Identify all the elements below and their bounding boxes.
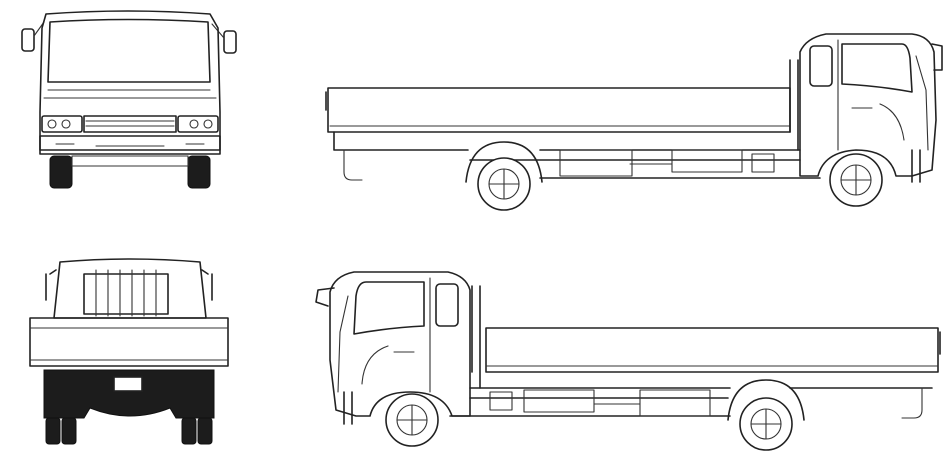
side1-front-wheel <box>829 153 883 207</box>
rear-tire-right-inner <box>181 417 197 445</box>
side2-rear-window <box>435 283 459 327</box>
side2-rear-wheel <box>727 379 805 451</box>
rear-headboard-bars <box>95 269 157 317</box>
rear-license-plate <box>113 376 143 392</box>
truck-side-view-right <box>325 33 943 211</box>
side1-rear-wheel <box>465 141 543 211</box>
side1-cargo-deck <box>327 87 791 133</box>
side2-fuel-tank <box>639 389 711 417</box>
front-headlight-right <box>177 115 219 133</box>
side1-fuel-tank <box>559 149 633 177</box>
front-windshield <box>47 18 211 83</box>
front-grille <box>83 115 177 133</box>
front-mirror-right <box>211 23 237 54</box>
front-cab-outline <box>39 10 221 151</box>
side2-cab-outline <box>329 271 471 417</box>
side1-cab-outline <box>799 33 937 177</box>
rear-tire-left-inner <box>61 417 77 445</box>
truck-side-view-left <box>315 271 941 451</box>
rear-tire-right-outer <box>197 417 213 445</box>
side2-chassis-frame <box>449 387 933 417</box>
rear-underside <box>43 369 215 419</box>
side1-chassis-frame <box>333 131 821 179</box>
front-tire-left <box>49 155 73 189</box>
front-headlight-left <box>41 115 83 133</box>
side2-door-window <box>353 281 425 335</box>
rear-tire-left-outer <box>45 417 61 445</box>
side2-front-wheel <box>385 393 439 447</box>
rear-tailgate <box>29 317 229 367</box>
front-bumper <box>39 135 221 155</box>
rear-cab-back <box>53 258 207 319</box>
front-tire-right <box>187 155 211 189</box>
truck-rear-view <box>29 258 229 445</box>
truck-front-view <box>21 10 237 189</box>
rear-cab-window <box>83 273 169 315</box>
side1-door-window <box>841 43 913 93</box>
side1-rear-window <box>809 45 833 87</box>
side2-cargo-deck <box>485 327 939 373</box>
front-mirror-left <box>21 21 45 52</box>
